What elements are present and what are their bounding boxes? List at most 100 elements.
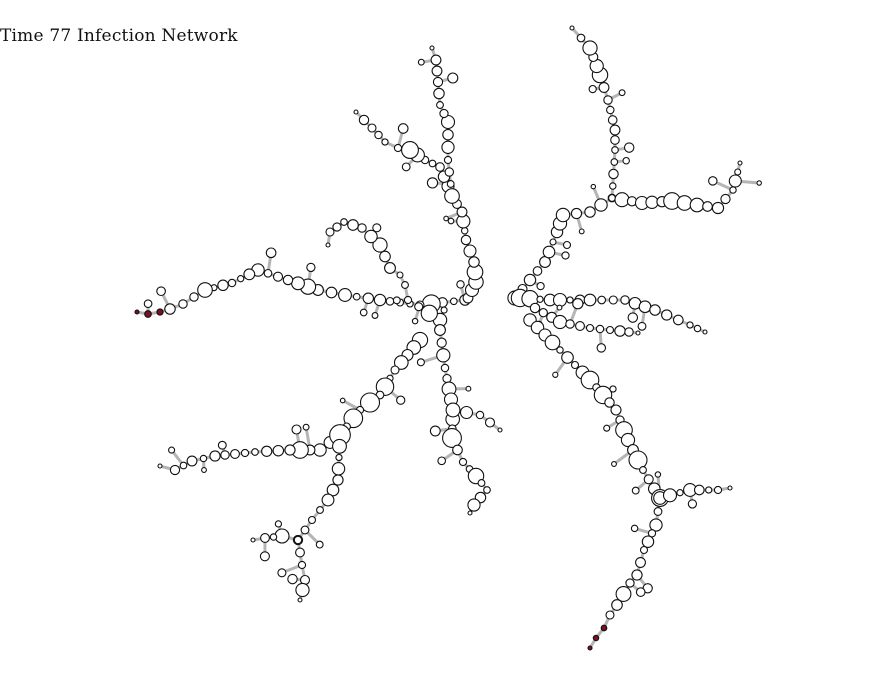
network-node (734, 168, 742, 176)
network-node (385, 296, 395, 306)
network-node (624, 327, 634, 337)
network-node (178, 299, 188, 309)
network-node (358, 114, 370, 126)
network-node (447, 72, 459, 84)
network-node (561, 351, 574, 364)
network-node (460, 226, 469, 235)
network-node (662, 488, 678, 503)
network-node (169, 464, 181, 476)
network-node (403, 295, 413, 305)
network-node (416, 358, 425, 367)
network-node (483, 486, 491, 494)
network-node (611, 599, 623, 611)
infected-node (600, 624, 608, 632)
network-node (605, 325, 615, 335)
network-node (353, 109, 359, 115)
network-node (179, 461, 188, 470)
network-node (628, 450, 648, 470)
network-node (287, 573, 298, 585)
network-node (260, 533, 270, 543)
network-node (243, 268, 256, 281)
network-node (625, 578, 635, 588)
network-node (240, 448, 250, 458)
network-node (392, 296, 401, 305)
network-node (468, 256, 480, 268)
network-node (639, 545, 649, 555)
network-node (164, 303, 176, 315)
network-node (431, 65, 443, 77)
network-node (608, 295, 618, 305)
network-node (686, 321, 694, 329)
network-node (291, 276, 305, 291)
network-node (397, 123, 409, 134)
network-node (439, 108, 449, 119)
network-node (315, 540, 324, 549)
network-node (605, 610, 615, 620)
infected-node (134, 309, 140, 315)
network-node (529, 302, 541, 314)
network-node (339, 397, 346, 404)
network-node (263, 268, 273, 278)
network-node (331, 462, 346, 476)
network-node (756, 180, 762, 186)
network-node (590, 183, 597, 190)
network-nodes (134, 25, 762, 651)
network-node (610, 404, 622, 416)
network-node (542, 245, 556, 259)
network-node (609, 124, 621, 136)
network-node (611, 146, 619, 154)
network-node (635, 330, 641, 336)
network-node (393, 143, 403, 153)
network-node (313, 443, 327, 457)
network-node (261, 445, 273, 457)
network-node (653, 507, 663, 516)
network-node (447, 217, 455, 225)
network-node (367, 123, 377, 133)
network-node (608, 194, 616, 202)
network-node (649, 304, 661, 316)
network-node (430, 54, 442, 66)
network-node (614, 325, 626, 337)
network-node (347, 219, 359, 231)
network-node (618, 89, 626, 97)
network-node (566, 296, 574, 304)
network-node (598, 82, 610, 93)
network-node (594, 198, 608, 212)
network-node (582, 40, 598, 56)
network-node (197, 282, 213, 298)
network-node (428, 159, 437, 168)
network-node (209, 450, 221, 462)
network-node (484, 417, 496, 428)
network-node (702, 201, 713, 212)
network-node (291, 424, 302, 435)
network-node (609, 182, 617, 190)
network-node (426, 177, 439, 189)
network-node (277, 568, 287, 578)
network-node (449, 297, 458, 306)
network-node (615, 586, 632, 602)
network-node (401, 141, 419, 159)
network-node (282, 274, 294, 286)
network-node (251, 448, 259, 456)
edge-branch-south-east (528, 318, 662, 650)
infected-node (587, 645, 593, 651)
network-node (443, 215, 449, 222)
network-node (460, 234, 472, 246)
network-node (649, 518, 663, 532)
network-node (597, 295, 607, 305)
network-node (297, 560, 307, 570)
network-node (414, 302, 424, 312)
network-node (381, 138, 389, 146)
network-node (608, 168, 619, 180)
network-node (536, 281, 545, 291)
network-node (687, 499, 698, 509)
network-node (637, 321, 647, 331)
network-node (639, 466, 647, 474)
network-node (441, 140, 455, 154)
network-node (693, 484, 705, 496)
network-node (635, 587, 646, 597)
network-node (444, 167, 455, 177)
network-node (728, 174, 742, 188)
network-node (727, 485, 733, 491)
network-node (265, 247, 277, 259)
